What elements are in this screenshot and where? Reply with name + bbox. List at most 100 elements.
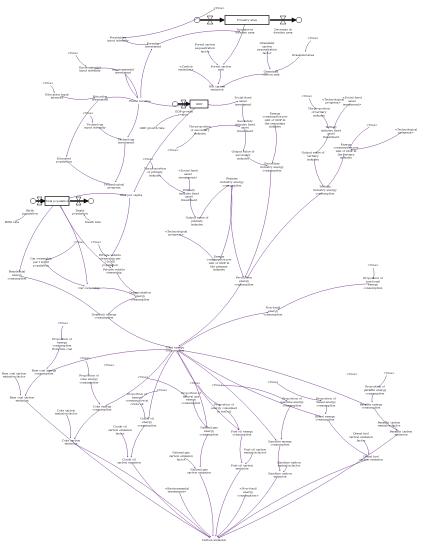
variable-label: investment: [237, 129, 254, 133]
variable-label: <Technological: [165, 229, 188, 233]
link-time6-to-sec-prop: [176, 132, 197, 149]
variable-label: per 10,000: [33, 260, 49, 264]
link-gasoline-ec-to-gasoline-em: [277, 445, 281, 472]
variable-label: population: [56, 160, 72, 164]
var-time8: <Time>: [302, 94, 313, 98]
variable-label: investment: [145, 45, 162, 49]
variable-label: investment: [118, 141, 135, 145]
var-time11: <Time>: [91, 240, 102, 244]
link-gdp-pc-to-private-veh: [111, 197, 131, 257]
link-ter-fa-to-ter-output: [315, 134, 329, 153]
variable-label: Natural gas: [200, 426, 218, 430]
variable-label: <Time>: [83, 111, 94, 115]
stock-pop: Total population: [44, 196, 70, 206]
variable-label: Output value of: [302, 151, 326, 155]
outflow-valve: [279, 15, 287, 21]
link-pop-to-private-veh2: [59, 203, 111, 269]
variable-label: <Time>: [43, 81, 54, 85]
link-coke-ec-to-coke-em: [74, 410, 100, 440]
link-grass-sink-to-net-emission: [221, 73, 268, 88]
variable-label: consumption: [362, 406, 381, 410]
variable-label: ownership per: [99, 256, 121, 260]
link-tech-inv-to-tech-progress: [115, 143, 126, 183]
variable-label: emission: [211, 88, 224, 92]
variable-label: non-fossil: [366, 279, 380, 283]
variable-label: <Time>: [74, 240, 85, 244]
variable-label: investment>: [168, 490, 187, 494]
variable-label: Decrease in: [274, 27, 292, 31]
link-crude-prop-to-crude-ec: [138, 401, 146, 419]
variable-label: energy: [186, 398, 197, 402]
variable-label: Total energy: [166, 345, 185, 349]
link-gas-ec-to-gas-em: [199, 433, 209, 468]
variable-label: consumption: [366, 391, 385, 395]
variable-label: GDP growth rate: [140, 126, 165, 130]
link-fc-seq-factor-to-forest-sink: [207, 50, 219, 66]
variable-label: investment>: [179, 175, 198, 179]
variable-label: input intensity: [84, 126, 106, 130]
variable-label: Production: [236, 276, 252, 280]
link-car-per-to-car-own: [44, 263, 85, 287]
variable-label: Non-fossil: [266, 306, 281, 310]
variable-label: asset: [184, 172, 192, 176]
variable-label: Raw coal energy: [32, 368, 57, 372]
variable-label: factor: [116, 431, 125, 435]
variable-label: consumption per: [207, 258, 232, 262]
variable-label: <Social fixed: [342, 96, 362, 100]
variable-label: Secondary: [237, 119, 253, 123]
variable-label: Forest carbon: [195, 43, 216, 47]
link-diesel-ec-to-diesel-em: [327, 419, 368, 456]
link-tech2-to-ter-ec-unit: [350, 131, 403, 151]
variable-label: <Time>: [368, 263, 379, 267]
variable-label: consumption: [364, 286, 383, 290]
link-sec-prop-to-sec-fa: [203, 124, 241, 130]
variable-label: Gasoline carbon: [268, 471, 292, 475]
variable-label: Forest carbon: [211, 64, 232, 68]
variable-label: emission: [16, 399, 29, 403]
link-time14-to-coke-prop: [85, 360, 89, 376]
variable-label: population: [102, 263, 118, 267]
variable-label: emission factor: [244, 451, 267, 455]
variable-label: <Time>: [268, 380, 279, 384]
variable-label: Paraffin carbon: [378, 420, 401, 424]
link-prim-ec-unit-to-prim-ec: [219, 185, 233, 261]
variable-label: consumption: [271, 443, 290, 447]
variable-label: Secondary: [264, 162, 280, 166]
variable-label: Natural gas: [190, 467, 208, 471]
link-time1-to-forestry-input: [122, 8, 216, 39]
variable-label: consumption: [182, 401, 201, 405]
link-tech-input-to-tech-inv: [98, 127, 122, 140]
link-diesel-em-to-carbon-emission: [218, 459, 368, 539]
variable-label: factor: [201, 49, 210, 53]
variable-label: <Time>: [138, 375, 149, 379]
link-fiscal-to-edu-inv: [104, 96, 137, 102]
link-gasoline-em-to-carbon-emission: [217, 476, 278, 538]
link-crude-ec-to-crude-em: [130, 424, 146, 458]
variable-label: Tertiary: [325, 125, 337, 129]
variable-label: consumption: [95, 316, 114, 320]
variable-label: consumption: [93, 408, 112, 412]
variable-label: consumption: [200, 432, 219, 436]
link-prim-ec-to-prod-ec: [230, 184, 244, 278]
variable-label: progress: [108, 186, 121, 190]
causal-links: [15, 8, 403, 539]
link-gasoline-factor-to-gasoline-em: [283, 466, 287, 473]
